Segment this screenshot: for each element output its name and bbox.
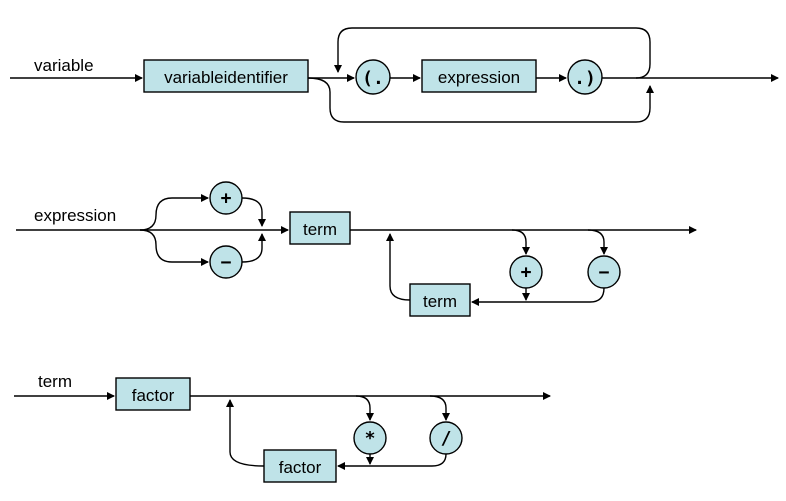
sign-minus-symbol: − bbox=[221, 252, 232, 273]
op-minus-symbol: − bbox=[599, 262, 610, 283]
variable-bypass-loop bbox=[307, 77, 654, 123]
expression-return-line bbox=[471, 287, 605, 306]
close-paren-terminal bbox=[567, 59, 603, 95]
open-paren-terminal bbox=[355, 59, 391, 95]
divide-symbol: / bbox=[441, 428, 452, 449]
term-label: term bbox=[38, 372, 72, 391]
term-loop-box-text: term bbox=[423, 292, 457, 311]
factor-box bbox=[115, 377, 191, 411]
term-diagram: term factor * / factor bbox=[14, 372, 551, 483]
expression-minus-branch-out bbox=[241, 233, 266, 263]
times-symbol: * bbox=[365, 428, 376, 449]
sign-plus-symbol: + bbox=[221, 188, 232, 209]
expression-box bbox=[421, 59, 537, 93]
factor-box-text: factor bbox=[132, 386, 175, 405]
expression-plus-op-in bbox=[511, 229, 530, 255]
variable-label: variable bbox=[34, 56, 94, 75]
term-box bbox=[289, 211, 351, 245]
variableidentifier-box bbox=[143, 59, 309, 93]
sign-plus-terminal bbox=[209, 181, 243, 215]
term-loop-box bbox=[409, 283, 471, 317]
expression-loop-back bbox=[386, 233, 411, 301]
term-loop-back bbox=[226, 399, 265, 467]
factor-loop-box bbox=[263, 449, 337, 483]
expression-plus-branch-in bbox=[139, 194, 209, 231]
expression-minus-branch-in bbox=[139, 229, 209, 266]
term-return-line bbox=[337, 453, 447, 470]
variable-diagram: variable variableidentifier (. expressio… bbox=[10, 27, 779, 123]
term-times-in bbox=[355, 395, 374, 421]
op-plus-symbol: + bbox=[521, 262, 532, 283]
sign-minus-terminal bbox=[209, 245, 243, 279]
variableidentifier-text: variableidentifier bbox=[164, 68, 288, 87]
variable-repeat-loop bbox=[334, 27, 651, 79]
expression-label: expression bbox=[34, 206, 116, 225]
expression-minus-op-in bbox=[587, 229, 608, 255]
expression-box-text: expression bbox=[438, 68, 520, 87]
factor-loop-box-text: factor bbox=[279, 458, 322, 477]
open-paren-symbol: (. bbox=[362, 68, 384, 89]
expression-diagram: expression + − term + − term bbox=[16, 181, 697, 317]
term-divide-in bbox=[429, 395, 450, 421]
close-paren-symbol: .) bbox=[574, 68, 596, 89]
term-box-text: term bbox=[303, 220, 337, 239]
expression-plus-branch-out bbox=[241, 197, 266, 227]
